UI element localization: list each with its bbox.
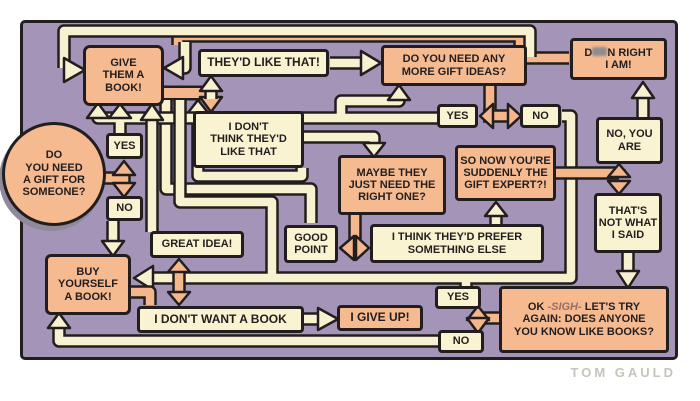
pipe-ok-yesno [465, 304, 500, 335]
pipe-dontwant-giveup [304, 306, 340, 332]
no-you-are-label: NO, YOU ARE [606, 128, 653, 153]
no-left-label: NO [116, 202, 133, 215]
node-theyd-label: THEY'D LIKE THAT! [207, 55, 320, 70]
pipe-thatsnot-ok [615, 253, 641, 290]
thats-not-label: THAT'S NOT WHAT I SAID [598, 204, 658, 242]
ok-sigh-text: OK -SIGH- LET'S TRY AGAIN: DOES ANYONE Y… [514, 301, 654, 338]
node-no-left: NO [106, 196, 143, 221]
pipe-ideas-yesno [478, 86, 523, 130]
gift-expert-label: SO NOW YOU'RE SUDDENLY THE GIFT EXPERT?! [460, 154, 551, 192]
pipe-great-give [139, 102, 165, 232]
node-yes-left: YES [106, 133, 143, 159]
ok-rest: LET'S TRY AGAIN: DOES ANYONE YOU KNOW LI… [514, 301, 654, 338]
node-maybe-right-one: MAYBE THEY JUST NEED THE RIGHT ONE? [338, 155, 446, 215]
damn-suffix: N RIGHT [607, 46, 653, 59]
censor-blur [592, 46, 608, 56]
node-yes-mid: YES [437, 104, 478, 128]
artist-signature: TOM GAULD [570, 365, 676, 380]
node-yes-bottom: YES [435, 286, 481, 309]
give-up-label: I GIVE UP! [350, 310, 410, 325]
node-dont-think-label: I DON'T THINK THEY'D LIKE THAT [210, 121, 287, 158]
damn-right-line1: D N RIGHT [584, 46, 653, 59]
node-i-give-up: I GIVE UP! [337, 305, 423, 331]
pipe-buy-east [131, 285, 157, 305]
node-more-gift-ideas: DO YOU NEED ANY MORE GIFT IDEAS? [381, 45, 527, 86]
pipe-yes-west-group [85, 83, 437, 133]
node-start: DO YOU NEED A GIFT FOR SOMEONE? [2, 122, 106, 226]
pipe-theyd-up-arrow [198, 74, 224, 99]
yes-mid-label: YES [446, 109, 469, 122]
pipe-noyouare-damn [630, 80, 656, 117]
node-dont-want-a-book: I DON'T WANT A BOOK [137, 306, 304, 333]
pipe-give-right-arrow [162, 42, 192, 81]
dont-want-label: I DON'T WANT A BOOK [154, 311, 287, 326]
buy-yourself-label: BUY YOURSELF A BOOK! [58, 266, 118, 303]
node-gift-expert: SO NOW YOU'RE SUDDENLY THE GIFT EXPERT?! [455, 145, 556, 201]
damn-right-line2: I AM! [605, 59, 632, 71]
node-great-idea: GREAT IDEA! [150, 231, 244, 258]
yes-left-label: YES [113, 139, 136, 152]
node-prefer-something-else: I THINK THEY'D PREFER SOMETHING ELSE [370, 224, 544, 263]
pipe-prefer-sonow [483, 200, 509, 224]
pipe-top-return-cream [57, 24, 537, 84]
good-point-label: GOOD POINT [294, 231, 328, 256]
pipe-great-dontwant [166, 257, 192, 307]
node-ok-sigh: OK -SIGH- LET'S TRY AGAIN: DOES ANYONE Y… [499, 286, 669, 353]
sigh-word: -SIGH- [547, 301, 582, 314]
ok-prefix: OK [527, 301, 548, 314]
node-good-point: GOOD POINT [284, 225, 338, 263]
node-more-ideas-label: DO YOU NEED ANY MORE GIFT IDEAS? [401, 53, 507, 78]
pipe-dontthink-maybe [304, 130, 387, 159]
pipe-maze-a [159, 100, 318, 223]
node-dont-think-theyd-like: I DON'T THINK THEY'D LIKE THAT [193, 111, 304, 168]
node-give-label: GIVE THEM A BOOK! [102, 57, 145, 94]
node-thats-not-what-i-said: THAT'S NOT WHAT I SAID [594, 193, 662, 253]
pipe-theyd-ideas [330, 49, 383, 77]
damn-prefix: D [584, 46, 593, 59]
node-no-bottom: NO [438, 330, 484, 353]
great-idea-label: GREAT IDEA! [161, 238, 233, 251]
no-mid-label: NO [532, 109, 549, 122]
maybe-label: MAYBE THEY JUST NEED THE RIGHT ONE? [348, 166, 436, 204]
node-damn-right-i-am: D N RIGHT I AM! [570, 38, 667, 80]
node-no-mid: NO [520, 104, 561, 128]
no-bottom-label: NO [452, 335, 470, 348]
node-no-you-are: NO, YOU ARE [596, 117, 663, 164]
prefer-else-label: I THINK THEY'D PREFER SOMETHING ELSE [391, 231, 523, 256]
node-start-label: DO YOU NEED A GIFT FOR SOMEONE? [22, 149, 86, 199]
yes-bottom-label: YES [446, 291, 469, 304]
node-buy-yourself-a-book: BUY YOURSELF A BOOK! [45, 254, 131, 315]
pipe-no-buy [100, 221, 126, 258]
pipe-nobottom-buy [46, 311, 440, 348]
node-give-them-a-book: GIVE THEM A BOOK! [83, 45, 164, 106]
pipe-sonow-east [556, 162, 632, 196]
pipe-maybe-goodprefer [338, 215, 371, 262]
node-theyd-like-that: THEY'D LIKE THAT! [198, 49, 329, 77]
